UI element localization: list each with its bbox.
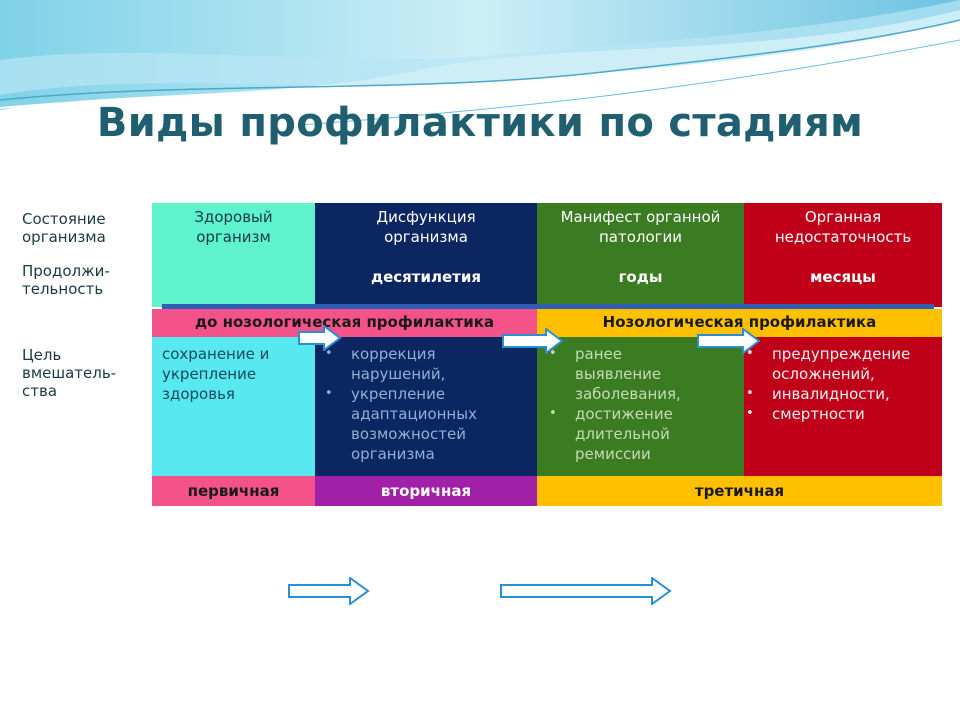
goal-line: адаптационных bbox=[351, 405, 477, 423]
header-line: организма bbox=[384, 228, 468, 246]
row-label-duration: Продолжи- тельность bbox=[22, 262, 110, 298]
arrow-right-icon bbox=[298, 325, 342, 351]
goal-healthy: сохранение и укрепление здоровья bbox=[152, 337, 315, 476]
header-line: Дисфункция bbox=[376, 208, 476, 226]
prevention-secondary: вторичная bbox=[315, 476, 537, 506]
stage-header-failure: Органная недостаточность bbox=[744, 203, 942, 255]
goal-line: предупреждение bbox=[772, 345, 911, 363]
goal-line: длительной bbox=[575, 425, 670, 443]
goal-bullet: инвалидности, bbox=[746, 384, 942, 404]
goal-line: ремиссии bbox=[575, 445, 651, 463]
wave-header-decoration bbox=[0, 0, 960, 126]
goal-bullet: смертности bbox=[746, 404, 942, 424]
goal-line: нарушений, bbox=[351, 365, 446, 383]
goal-bullet: ранее выявление заболевания, bbox=[549, 344, 744, 404]
row-label-line: вмешатель- bbox=[22, 364, 117, 382]
row-label-line: организма bbox=[22, 228, 106, 246]
header-line: Органная bbox=[804, 208, 882, 226]
arrow-right-icon bbox=[500, 577, 672, 605]
stage-header-healthy: Здоровый организм bbox=[152, 203, 315, 255]
goal-dysfunction: коррекция нарушений, укрепление адаптаци… bbox=[315, 337, 537, 476]
header-line: Здоровый bbox=[194, 208, 273, 226]
row-label-intervention: Цель вмешатель- ства bbox=[22, 346, 116, 400]
stage-header-manifest: Манифест органной патологии bbox=[537, 203, 744, 255]
duration-dysfunction: десятилетия bbox=[315, 255, 537, 307]
goal-line: укрепление bbox=[162, 365, 257, 383]
goal-line: организма bbox=[351, 445, 435, 463]
nosological-bar: Нозологическая профилактика bbox=[537, 309, 942, 337]
goal-line: ранее bbox=[575, 345, 622, 363]
arrow-right-icon bbox=[288, 577, 370, 605]
arrow-right-icon bbox=[502, 328, 564, 354]
goal-line: смертности bbox=[772, 405, 865, 423]
prevention-tertiary: третичная bbox=[537, 476, 942, 506]
goal-bullet: достижение длительной ремиссии bbox=[549, 404, 744, 464]
goal-bullet: укрепление адаптационных возможностей ор… bbox=[325, 384, 537, 464]
goal-line: здоровья bbox=[162, 385, 235, 403]
row-label-line: Состояние bbox=[22, 210, 106, 228]
header-line: патологии bbox=[598, 228, 683, 246]
row-label-line: тельность bbox=[22, 280, 104, 298]
goal-bullet: коррекция нарушений, bbox=[325, 344, 537, 384]
goal-line: достижение bbox=[575, 405, 673, 423]
prevention-primary: первичная bbox=[152, 476, 315, 506]
goal-manifest: ранее выявление заболевания, достижение … bbox=[537, 337, 744, 476]
goal-line: выявление bbox=[575, 365, 662, 383]
row-label-state: Состояние организма bbox=[22, 210, 106, 246]
goal-failure: предупреждение осложнений, инвалидности,… bbox=[744, 337, 942, 476]
row-label-line: Продолжи- bbox=[22, 262, 110, 280]
header-line: недостаточность bbox=[774, 228, 912, 246]
goal-bullet: предупреждение осложнений, bbox=[746, 344, 942, 384]
goal-line: сохранение и bbox=[162, 345, 270, 363]
duration-manifest: годы bbox=[537, 255, 744, 307]
page-title: Виды профилактики по стадиям bbox=[96, 100, 864, 146]
row-label-line: Цель bbox=[22, 346, 62, 364]
header-line: Манифест органной bbox=[560, 208, 721, 226]
row-label-line: ства bbox=[22, 382, 58, 400]
goal-line: осложнений, bbox=[772, 365, 875, 383]
header-line: организм bbox=[196, 228, 271, 246]
arrow-right-icon bbox=[697, 328, 761, 354]
goal-line: инвалидности, bbox=[772, 385, 890, 403]
stage-header-dysfunction: Дисфункция организма bbox=[315, 203, 537, 255]
goal-line: возможностей bbox=[351, 425, 466, 443]
goal-line: укрепление bbox=[351, 385, 446, 403]
pre-nosological-bar: до нозологическая профилактика bbox=[152, 309, 537, 337]
duration-healthy bbox=[152, 255, 315, 307]
goal-line: коррекция bbox=[351, 345, 436, 363]
timeline-line bbox=[162, 304, 934, 309]
duration-failure: месяцы bbox=[744, 255, 942, 307]
goal-line: заболевания, bbox=[575, 385, 681, 403]
